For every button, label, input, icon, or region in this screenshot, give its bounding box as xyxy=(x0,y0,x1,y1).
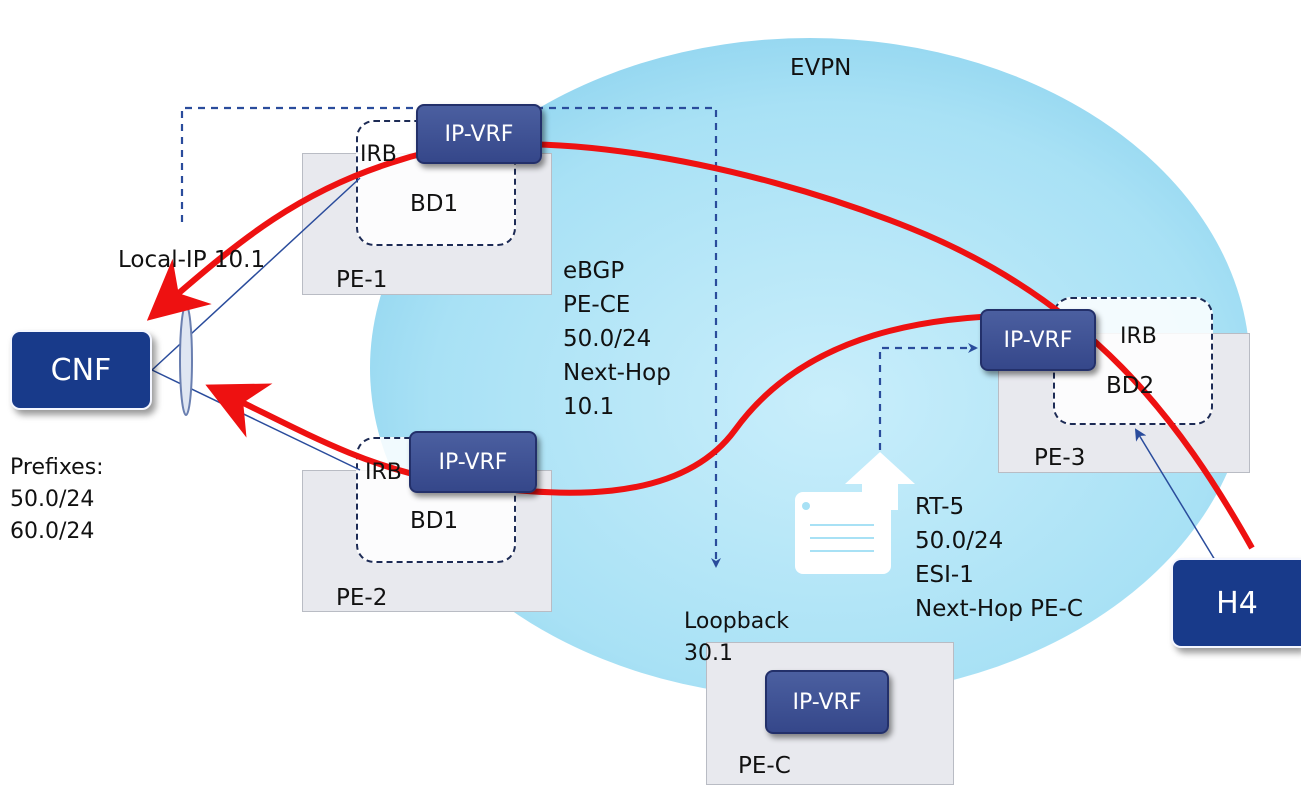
prefixes-title: Prefixes: xyxy=(10,455,104,480)
ebgp-line: eBGP xyxy=(563,258,625,284)
prefix-item: 60.0/24 xyxy=(10,519,95,544)
pe-3-irb-label: IRB xyxy=(1120,324,1157,349)
pe-3-ip-vrf: IP-VRF xyxy=(980,309,1096,371)
pe-1-ip-vrf-label: IP-VRF xyxy=(444,121,514,147)
pe-c-name: PE-C xyxy=(738,753,791,779)
pe-1-bd-label: BD1 xyxy=(410,191,459,217)
local-ip-label: Local-IP 10.1 xyxy=(118,247,266,273)
pe-3-name: PE-3 xyxy=(1034,445,1086,471)
link-h4-pe3 xyxy=(1134,428,1219,566)
h4-label: H4 xyxy=(1216,585,1258,621)
pe-2-irb-label: IRB xyxy=(365,460,402,485)
ebgp-line: Next-Hop xyxy=(563,360,671,386)
pe-c-ip-vrf-label: IP-VRF xyxy=(792,689,862,715)
pe-2-ip-vrf-label: IP-VRF xyxy=(438,449,508,475)
rt5-line: ESI-1 xyxy=(915,562,974,588)
ebgp-info: eBGP PE-CE 50.0/24 Next-Hop 10.1 xyxy=(563,254,671,424)
loopback-value: 30.1 xyxy=(684,641,733,666)
cnf-prefixes: Prefixes: 50.0/24 60.0/24 xyxy=(10,452,104,548)
pe-1-irb-label: IRB xyxy=(360,142,397,167)
pe-2-name: PE-2 xyxy=(336,585,388,611)
cnf-node[interactable]: CNF xyxy=(10,330,152,410)
pe-2-bd-label: BD1 xyxy=(410,508,459,534)
loopback-info: Loopback 30.1 xyxy=(684,606,789,670)
ebgp-line: PE-CE xyxy=(563,292,631,318)
prefix-item: 50.0/24 xyxy=(10,487,95,512)
ebgp-line: 10.1 xyxy=(563,394,615,420)
pe-3-bd-label: BD2 xyxy=(1106,373,1155,399)
rt5-info: RT-5 50.0/24 ESI-1 Next-Hop PE-C xyxy=(915,490,1083,626)
cnf-label: CNF xyxy=(50,352,112,388)
cnf-interface xyxy=(179,304,193,416)
pe-c-ip-vrf: IP-VRF xyxy=(765,670,889,734)
pe-2-ip-vrf: IP-VRF xyxy=(409,431,537,493)
loopback-label: Loopback xyxy=(684,609,790,634)
route-arrow-via-pe2 xyxy=(205,312,1096,496)
ebgp-line: 50.0/24 xyxy=(563,326,652,352)
evpn-label: EVPN xyxy=(790,55,852,81)
rt5-line: 50.0/24 xyxy=(915,528,1004,554)
pe-1-ip-vrf: IP-VRF xyxy=(416,104,542,164)
route-arrow-via-pe1 xyxy=(146,141,1255,550)
rt5-advertise-dashed-path xyxy=(878,343,978,450)
route-update-icon xyxy=(795,452,915,574)
pe-3-ip-vrf-label: IP-VRF xyxy=(1003,327,1073,353)
rt5-line: RT-5 xyxy=(915,494,965,520)
h4-node[interactable]: H4 xyxy=(1171,558,1301,648)
rt5-line: Next-Hop PE-C xyxy=(915,596,1083,622)
pe-1-name: PE-1 xyxy=(336,267,388,293)
